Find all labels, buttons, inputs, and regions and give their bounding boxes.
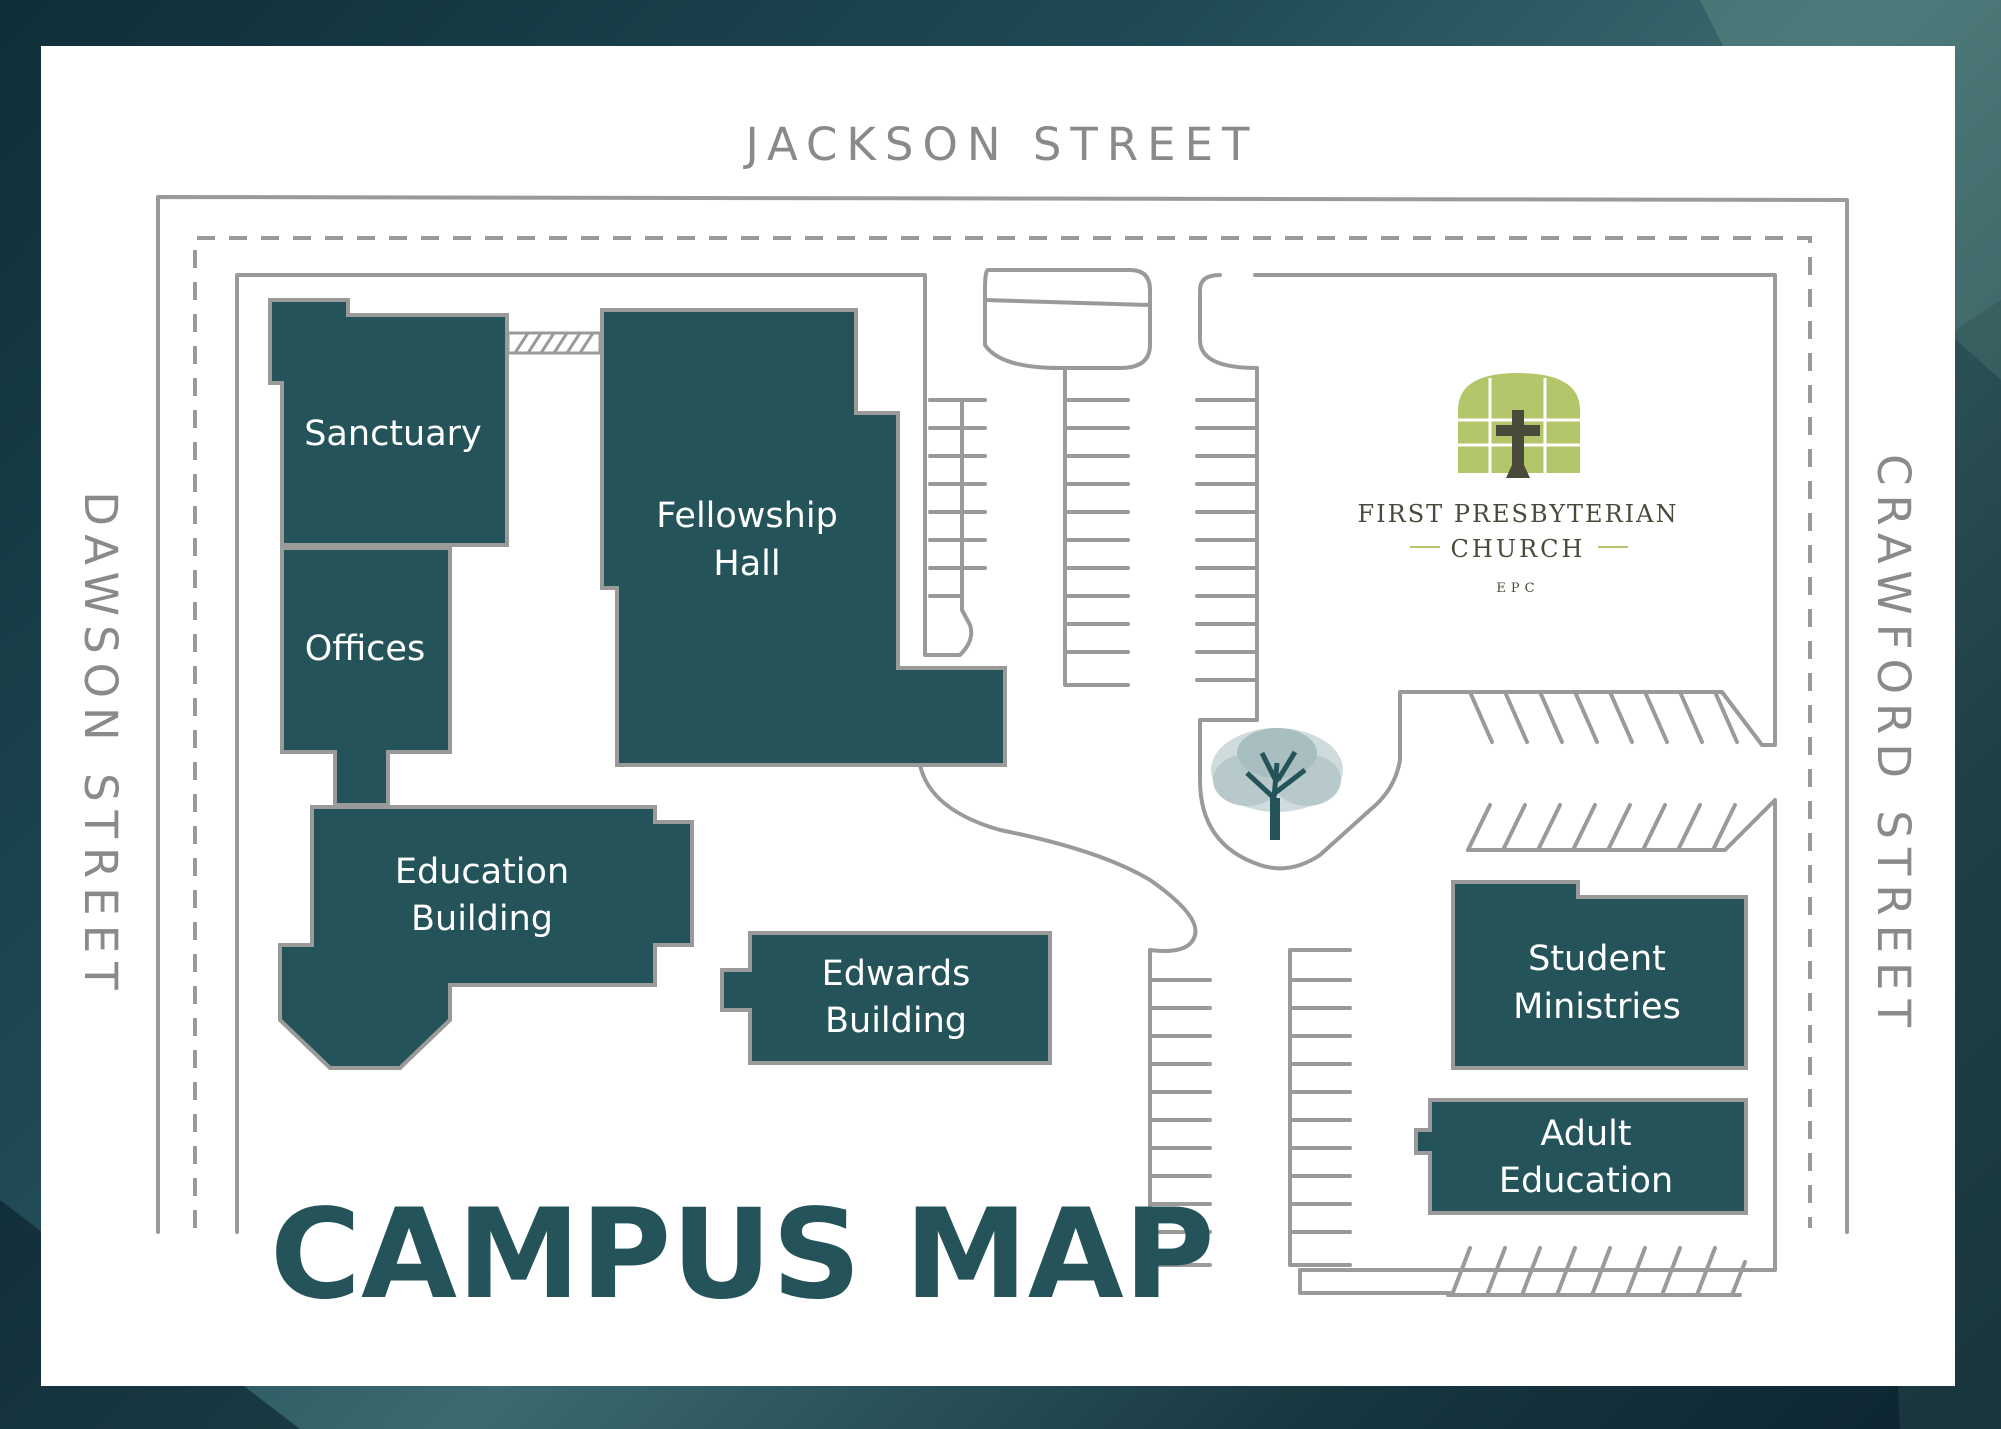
logo-line-3: EPC [1496,581,1539,596]
street-north-label: JACKSON STREET [742,118,1258,171]
angled-stalls-top [1468,690,1739,744]
edwards-label-2: Building [825,1001,967,1041]
church-logo: FIRST PRESBYTERIAN CHURCH EPC [1358,373,1679,596]
logo-line-1: FIRST PRESBYTERIAN [1358,500,1679,528]
street-west-label: DAWSON STREET [74,491,127,998]
parking-stalls-a [928,398,987,598]
building-offices[interactable]: Offices [280,546,452,807]
education-label-2: Building [411,899,553,939]
parking-stalls-b [1063,398,1130,654]
cross-window-icon [1458,373,1580,478]
education-label-1: Education [395,852,569,892]
page-title: CAMPUS MAP [270,1183,1215,1327]
adult-label-1: Adult [1540,1114,1631,1154]
fellowship-label-1: Fellowship [656,496,838,536]
student-label-2: Ministries [1513,987,1681,1027]
parking-stalls-c [1195,398,1259,682]
fellowship-label-2: Hall [713,544,780,584]
building-education[interactable]: Education Building [278,805,694,1070]
building-adult-education[interactable]: Adult Education [1414,1098,1748,1215]
logo-line-2: CHURCH [1451,535,1586,563]
edwards-label-1: Edwards [822,954,971,994]
adult-label-2: Education [1499,1161,1673,1201]
angled-stalls-bottom [1450,1246,1747,1297]
parking-stalls-e [1288,978,1352,1234]
offices-label: Offices [305,629,425,669]
covered-walkway [506,331,602,355]
building-sanctuary[interactable]: Sanctuary [268,298,509,547]
parking-stalls-d [1148,978,1212,1234]
building-student-ministries[interactable]: Student Ministries [1451,880,1748,1070]
street-east-label: CRAWFORD STREET [1867,454,1920,1036]
sanctuary-label: Sanctuary [304,414,482,454]
student-label-1: Student [1528,939,1666,979]
building-fellowship-hall[interactable]: Fellowship Hall [600,308,1007,767]
building-edwards[interactable]: Edwards Building [720,931,1052,1065]
angled-stalls-mid [1466,803,1737,852]
tree-icon [1211,728,1343,840]
